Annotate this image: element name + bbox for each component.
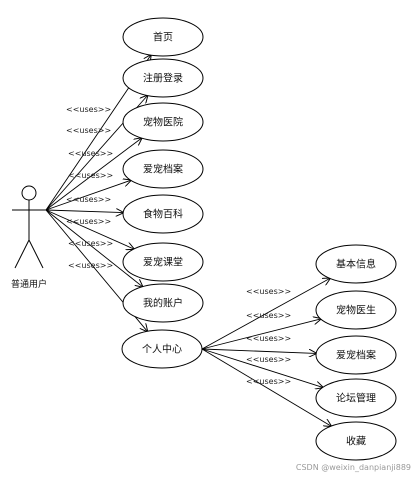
- uc-personal-center-uses-label: <<uses>>: [68, 261, 113, 270]
- actor-right-leg: [28, 239, 44, 269]
- use-case-personal-center-ellipse: [121, 329, 203, 369]
- uc-pet-archive-uses-label: <<uses>>: [68, 171, 113, 180]
- use-case-pet-class-label: 爱宠课堂: [143, 256, 183, 269]
- uc-food-encyclopedia-uses-label: <<uses>>: [66, 195, 111, 204]
- sub-use-case-favorites-label: 收藏: [346, 435, 366, 448]
- sub-use-case-forum-management-label: 论坛管理: [336, 392, 376, 405]
- sub-sub-pet-archive-association-line: [201, 348, 316, 353]
- sub-pet-doctor-uses-label: <<uses>>: [246, 311, 291, 320]
- sub-use-case-forum-management-ellipse: [315, 378, 397, 418]
- use-case-register-login-ellipse: [122, 58, 204, 98]
- use-case-home-label: 首页: [153, 31, 173, 44]
- sub-sub-pet-archive-uses-label: <<uses>>: [246, 334, 291, 343]
- sub-use-case-sub-pet-archive: 爱宠档案: [315, 335, 397, 375]
- use-case-food-encyclopedia: 食物百科: [122, 194, 204, 234]
- sub-basic-info-uses-label: <<uses>>: [246, 287, 291, 296]
- sub-forum-management-uses-label: <<uses>>: [246, 355, 291, 364]
- sub-favorites-uses-label: <<uses>>: [246, 377, 291, 386]
- use-case-pet-class: 爱宠课堂: [122, 242, 204, 282]
- uc-register-login-uses-label: <<uses>>: [66, 126, 111, 135]
- use-case-personal-center-label: 个人中心: [142, 343, 182, 356]
- uc-my-account-uses-label: <<uses>>: [68, 239, 113, 248]
- uc-pet-class-association-line: [45, 209, 134, 249]
- use-case-register-login: 注册登录: [122, 58, 204, 98]
- uc-my-account-association-line: [45, 209, 143, 287]
- sub-basic-info-association-line: [201, 278, 330, 350]
- sub-use-case-forum-management: 论坛管理: [315, 378, 397, 418]
- use-case-pet-class-ellipse: [122, 242, 204, 282]
- personal-center-associations: <<uses>> <<uses>> <<uses>> <<uses>> <<uses>>: [201, 278, 331, 426]
- use-case-food-encyclopedia-ellipse: [122, 194, 204, 234]
- actor-associations: <<uses>> <<uses>> <<uses>> <<uses>> <<uses>>…: [45, 55, 151, 331]
- sub-use-case-favorites: 收藏: [315, 421, 397, 461]
- uc-pet-class-uses-label: <<uses>>: [66, 217, 111, 226]
- uc-pet-hospital-uses-label: <<uses>>: [68, 149, 113, 158]
- actor-name: 普通用户: [11, 278, 47, 290]
- uc-home-uses-label: <<uses>>: [66, 105, 111, 114]
- uc-food-encyclopedia-association-line: [45, 210, 123, 213]
- sub-pet-doctor-association-line: [201, 319, 321, 350]
- use-case-personal-center: 个人中心: [121, 329, 203, 369]
- actor-left-leg: [14, 239, 30, 269]
- use-case-food-encyclopedia-label: 食物百科: [143, 208, 183, 221]
- actor-head: [21, 185, 37, 201]
- uc-pet-archive-association-line: [45, 180, 131, 211]
- use-case-my-account-ellipse: [122, 283, 204, 323]
- use-case-my-account: 我的账户: [122, 283, 204, 323]
- use-case-pet-archive: 爱宠档案: [122, 149, 204, 189]
- watermark: CSDN @weixin_danpianji889: [296, 463, 411, 472]
- use-case-home: 首页: [122, 17, 204, 57]
- sub-use-case-favorites-ellipse: [315, 421, 397, 461]
- use-case-pet-archive-ellipse: [122, 149, 204, 189]
- sub-use-case-pet-doctor-ellipse: [315, 290, 397, 330]
- actor: 普通用户: [11, 185, 47, 290]
- sub-use-case-sub-pet-archive-label: 爱宠档案: [336, 349, 376, 362]
- use-case-register-login-label: 注册登录: [143, 72, 183, 85]
- use-case-pet-hospital-label: 宠物医院: [143, 116, 183, 129]
- sub-use-case-sub-pet-archive-ellipse: [315, 335, 397, 375]
- use-case-pet-hospital: 宠物医院: [122, 102, 204, 142]
- use-case-pet-hospital-ellipse: [122, 102, 204, 142]
- use-case-my-account-label: 我的账户: [143, 297, 183, 310]
- sub-favorites-association-line: [201, 348, 331, 426]
- sub-use-case-basic-info: 基本信息: [315, 244, 397, 284]
- sub-forum-management-association-line: [201, 348, 323, 387]
- sub-use-case-basic-info-label: 基本信息: [336, 258, 376, 271]
- uc-pet-hospital-association-line: [45, 138, 142, 211]
- use-case-pet-archive-label: 爱宠档案: [143, 163, 183, 176]
- sub-use-case-pet-doctor-label: 宠物医生: [336, 304, 376, 317]
- sub-use-case-basic-info-ellipse: [315, 244, 397, 284]
- use-case-home-ellipse: [122, 17, 204, 57]
- sub-use-case-pet-doctor: 宠物医生: [315, 290, 397, 330]
